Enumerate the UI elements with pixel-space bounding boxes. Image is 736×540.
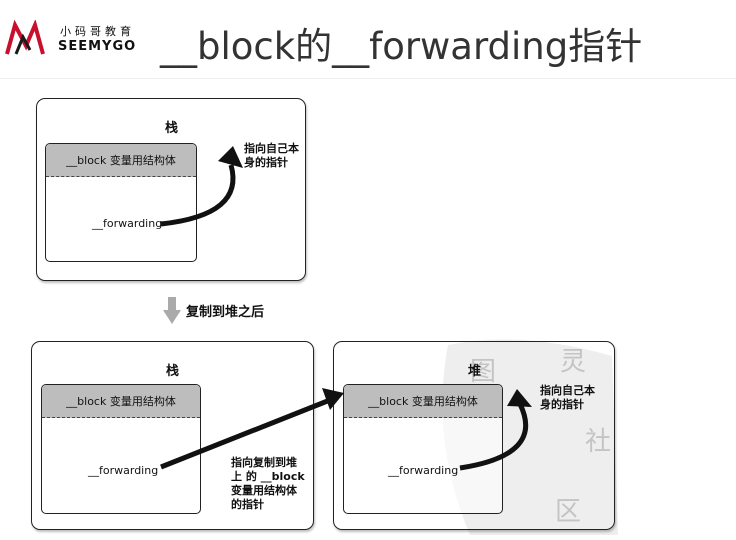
stack-to-heap-arrow [160,397,331,470]
svg-text:社: 社 [585,427,611,457]
block-struct: __block 变量用结构体 __forwarding [41,384,201,514]
logo-chinese-text: 小码哥教育 [60,25,135,38]
forwarding-field: __forwarding [92,217,163,230]
page-title: __block的__forwarding指针 [160,25,643,68]
note-line: 指向自己本 [244,142,299,155]
logo-english-text: SEEMYGO [58,39,137,54]
stack-box-title: 栈 [166,364,180,379]
stack-box-before: 栈 __block 变量用结构体 __forwarding 指向自己本 身的指针 [36,98,306,281]
svg-text:图: 图 [470,357,496,387]
block-struct-header: __block 变量用结构体 [42,385,200,418]
logo-icon [5,20,45,55]
block-struct-header: __block 变量用结构体 [46,144,196,177]
forwarding-field: __forwarding [88,464,159,477]
forwarding-field: __forwarding [388,464,459,477]
svg-text:灵: 灵 [560,347,586,377]
arrowhead-icon [322,388,344,410]
note-line: 的指针 [231,498,264,511]
stack-box-after: 栈 __block 变量用结构体 __forwarding 指向复制到堆 上 的… [31,341,314,530]
self-pointer-note: 指向自己本 身的指针 [540,384,595,412]
block-struct: __block 变量用结构体 __forwarding [343,384,503,514]
heap-box-title: 堆 [468,364,482,379]
note-line: 变量用结构体 [231,484,297,497]
arrowhead-icon [507,389,532,407]
heap-box: 堆 __block 变量用结构体 __forwarding 指向自己本 身的指针 [333,341,615,530]
note-line: 指向自己本 [540,384,595,397]
arrowhead-icon [218,146,243,168]
copy-label: 复制到堆之后 [186,305,265,320]
self-pointer-note: 指向自己本 身的指针 [244,142,299,170]
cross-pointer-note: 指向复制到堆 上 的 __block 变量用结构体 的指针 [231,456,305,512]
note-line: 身的指针 [244,156,288,169]
self-pointer-arrow [160,164,236,227]
stack-box-title: 栈 [165,121,179,136]
svg-text:区: 区 [555,497,581,527]
note-line: 指向复制到堆 [231,456,297,469]
header: 小码哥教育 SEEMYGO __block的__forwarding指针 [0,0,736,79]
block-struct-header: __block 变量用结构体 [344,385,502,418]
note-line: 上 的 __block [231,470,305,483]
self-pointer-arrow [459,402,529,471]
block-struct: __block 变量用结构体 __forwarding [45,143,197,262]
note-line: 身的指针 [540,398,584,411]
